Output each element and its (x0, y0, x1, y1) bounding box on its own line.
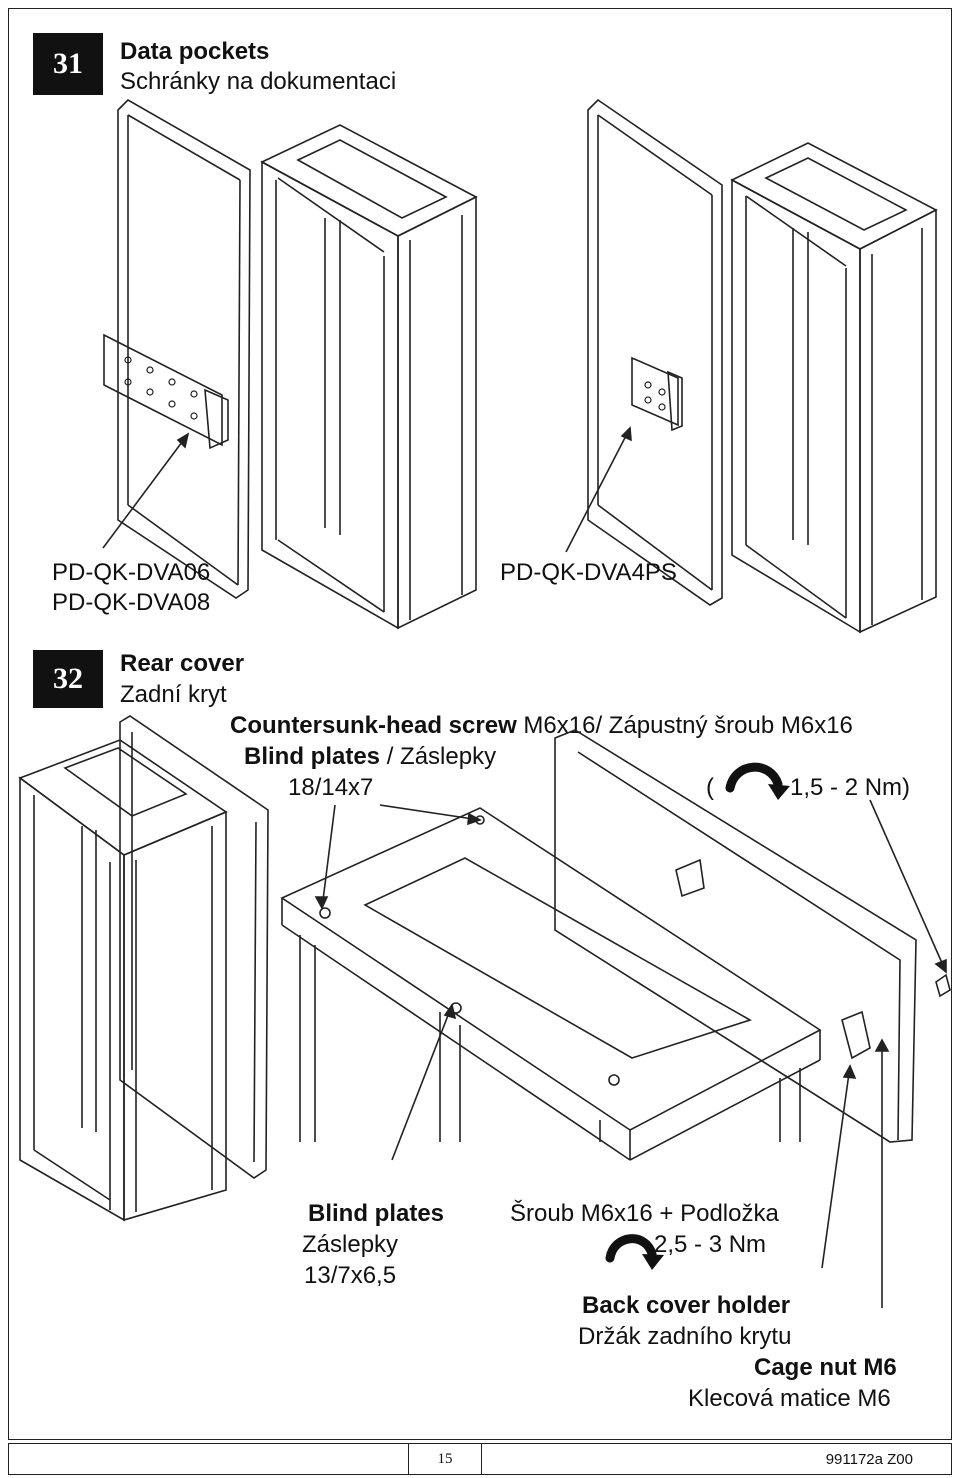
right-door-panel (587, 98, 723, 606)
step-32-number: 32 (33, 650, 103, 708)
blind-plates-size: 18/14x7 (288, 774, 374, 801)
blind-plates-label: Blind plates / Záslepky (244, 745, 496, 769)
footer-spacer (8, 1443, 408, 1475)
page-footer: 15 991172a Z00 (0, 1443, 960, 1477)
cage-nut (935, 973, 951, 998)
blind-plates-rest: / Záslepky (386, 743, 497, 770)
label-pd-qk-dva08: PD-QK-DVA08 (52, 589, 211, 616)
page-number-cell: 15 (408, 1443, 482, 1475)
arrowhead (620, 426, 632, 442)
rear-cover-large-panel (554, 729, 917, 1143)
label-pd-qk-dva4ps: PD-QK-DVA4PS (500, 559, 677, 586)
back-cover-holder-cz: Držák zadního krytu (578, 1323, 792, 1350)
step-31-subtitle: Schránky na dokumentaci (120, 68, 397, 95)
doc-code-cell: 991172a Z00 (482, 1443, 952, 1475)
left-data-pocket (103, 333, 229, 450)
arrowhead (176, 432, 190, 449)
back-cover-holder (675, 858, 871, 1060)
page-number: 15 (437, 1450, 453, 1467)
screw-label: Countersunk-head screw M6x16/ Zápustný š… (230, 714, 853, 738)
blind-plates-2-size: 13/7x6,5 (304, 1262, 397, 1289)
label-pd-qk-dva06: PD-QK-DVA06 (52, 559, 211, 586)
step-32-title: Rear cover (120, 650, 245, 677)
left-door-panel (117, 99, 251, 599)
torque-2-value: 2,5 - 3 Nm (654, 1231, 767, 1258)
step-31-title: Data pockets (120, 38, 270, 65)
cage-nut-cz: Klecová matice M6 (688, 1385, 891, 1412)
rear-cover-panel (119, 715, 269, 1179)
rear-rack-frame (18, 739, 228, 1222)
step-31-number: 31 (33, 33, 103, 95)
washer-screw-label: Šroub M6x16 + Podložka (510, 1200, 779, 1227)
leader-line-right (565, 427, 631, 553)
blind-plates-bold: Blind plates (244, 743, 381, 770)
step-32-subtitle: Zadní kryt (120, 681, 227, 708)
page-frame (8, 8, 952, 1440)
leader-lines-step-32 (314, 799, 947, 1308)
right-rack-frame (730, 142, 938, 634)
back-cover-holder-label: Back cover holder (582, 1292, 791, 1319)
blind-plates-2-label: Blind plates (308, 1200, 445, 1227)
cage-nut-label: Cage nut M6 (754, 1354, 897, 1381)
torque-open-paren: ( (706, 774, 714, 801)
blind-plates-2-cz: Záslepky (302, 1231, 399, 1258)
data-pockets-illustration (102, 98, 938, 634)
torque-value: 1,5 - 2 Nm) (790, 774, 911, 801)
screw-label-rest: M6x16/ Zápustný šroub M6x16 (523, 712, 853, 739)
doc-code: 991172a Z00 (825, 1450, 913, 1468)
rack-top-closeup (280, 807, 822, 1161)
right-data-pocket (631, 356, 683, 432)
leader-line-left (102, 433, 189, 549)
screw-label-bold: Countersunk-head screw (230, 712, 517, 739)
left-rack-frame (260, 124, 478, 630)
